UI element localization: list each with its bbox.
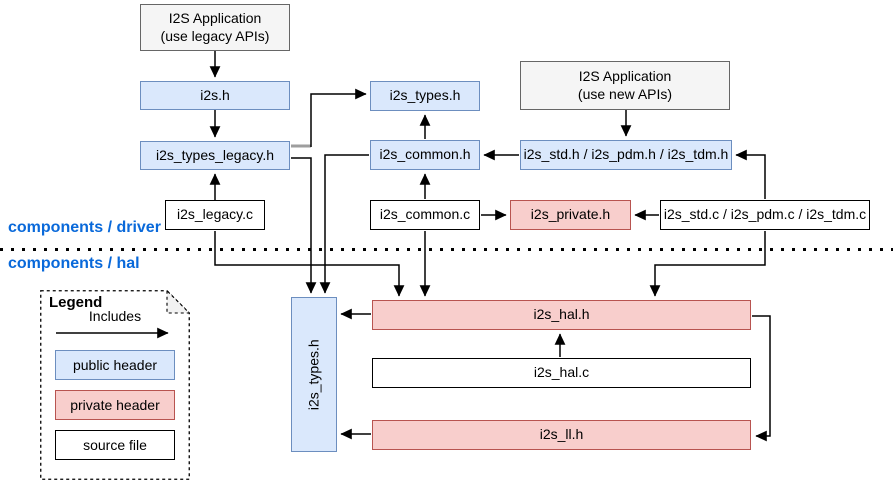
legend-includes-arrow (56, 327, 169, 339)
node-label: i2s_std.c / i2s_pdm.c / i2s_tdm.c (663, 206, 867, 223)
edge-i2s-types-legacy-h-to-i2s-types-h-driver (310, 88, 367, 147)
node-label: i2s_std.h / i2s_pdm.h / i2s_tdm.h (523, 146, 729, 163)
node-label: i2s_ll.h (539, 426, 584, 443)
legend-folded-corner (166, 290, 190, 314)
edge-i2s-types-legacy-h-to-i2s-types-h-hal (291, 157, 317, 294)
node-label: i2s_types_legacy.h (155, 146, 275, 163)
node-i2s-legacy-c: i2s_legacy.c (165, 200, 265, 230)
node-app-legacy: I2S Application (use legacy APIs) (140, 4, 290, 51)
legend-item-label: private header (70, 397, 160, 413)
node-label: i2s_types.h (389, 87, 461, 104)
legend-item-source-file: source file (55, 430, 175, 460)
section-label-hal: components / hal (8, 255, 140, 272)
section-label-driver: components / driver (8, 219, 161, 236)
node-i2s-ll-h: i2s_ll.h (372, 420, 751, 450)
legend-item-label: public header (72, 357, 158, 373)
node-label: i2s_common.h (379, 146, 471, 163)
legend-title: Legend (49, 294, 103, 311)
node-i2s-common-h: i2s_common.h (370, 140, 480, 170)
edge-i2s-common-h-to-i2s-types-h-hal (319, 154, 369, 294)
node-i2s-private-h: i2s_private.h (510, 200, 631, 230)
node-label: i2s_hal.h (533, 306, 590, 323)
node-i2s-common-c: i2s_common.c (370, 200, 480, 230)
node-label: i2s.h (200, 86, 230, 103)
node-label: I2S Application (578, 68, 672, 84)
node-label: i2s_common.c (379, 206, 471, 223)
node-label: i2s_private.h (530, 206, 611, 223)
edge-i2s-std-pdm-tdm-c-to-i2s-std-pdm-tdm-h (735, 149, 766, 199)
node-i2s-std-pdm-tdm-h: i2s_std.h / i2s_pdm.h / i2s_tdm.h (520, 140, 732, 170)
edge-i2s-std-pdm-tdm-c-to-i2s-hal-h (649, 231, 766, 297)
legend: Legend Includes public header private he… (40, 290, 190, 480)
edge-i2s-legacy-c-to-i2s-hal-h (214, 231, 405, 297)
node-label: i2s_hal.c (533, 364, 590, 381)
legend-item-private-header: private header (55, 390, 175, 420)
node-i2s-types-h-driver: i2s_types.h (370, 81, 480, 111)
section-divider (0, 248, 893, 251)
legend-includes-label: Includes (88, 308, 142, 324)
node-label: i2s_types.h (305, 339, 322, 410)
legend-item-label: source file (83, 437, 147, 453)
node-label: (use legacy APIs) (160, 27, 270, 44)
legend-note-outline (40, 290, 190, 480)
node-i2s-types-h-hal: i2s_types.h (291, 297, 337, 452)
node-i2s-types-legacy-h: i2s_types_legacy.h (140, 141, 290, 170)
node-label: i2s_legacy.c (176, 206, 253, 223)
legend-item-public-header: public header (55, 350, 175, 380)
node-label: I2S Application (168, 10, 262, 26)
node-i2s-std-pdm-tdm-c: i2s_std.c / i2s_pdm.c / i2s_tdm.c (660, 200, 870, 230)
node-i2s-h: i2s.h (140, 81, 290, 110)
edge-i2s-hal-h-to-i2s-ll-h (752, 315, 771, 442)
node-i2s-hal-h: i2s_hal.h (372, 300, 751, 330)
node-i2s-hal-c: i2s_hal.c (372, 358, 751, 388)
node-label: (use new APIs) (577, 85, 673, 102)
node-app-new: I2S Application (use new APIs) (520, 61, 730, 110)
